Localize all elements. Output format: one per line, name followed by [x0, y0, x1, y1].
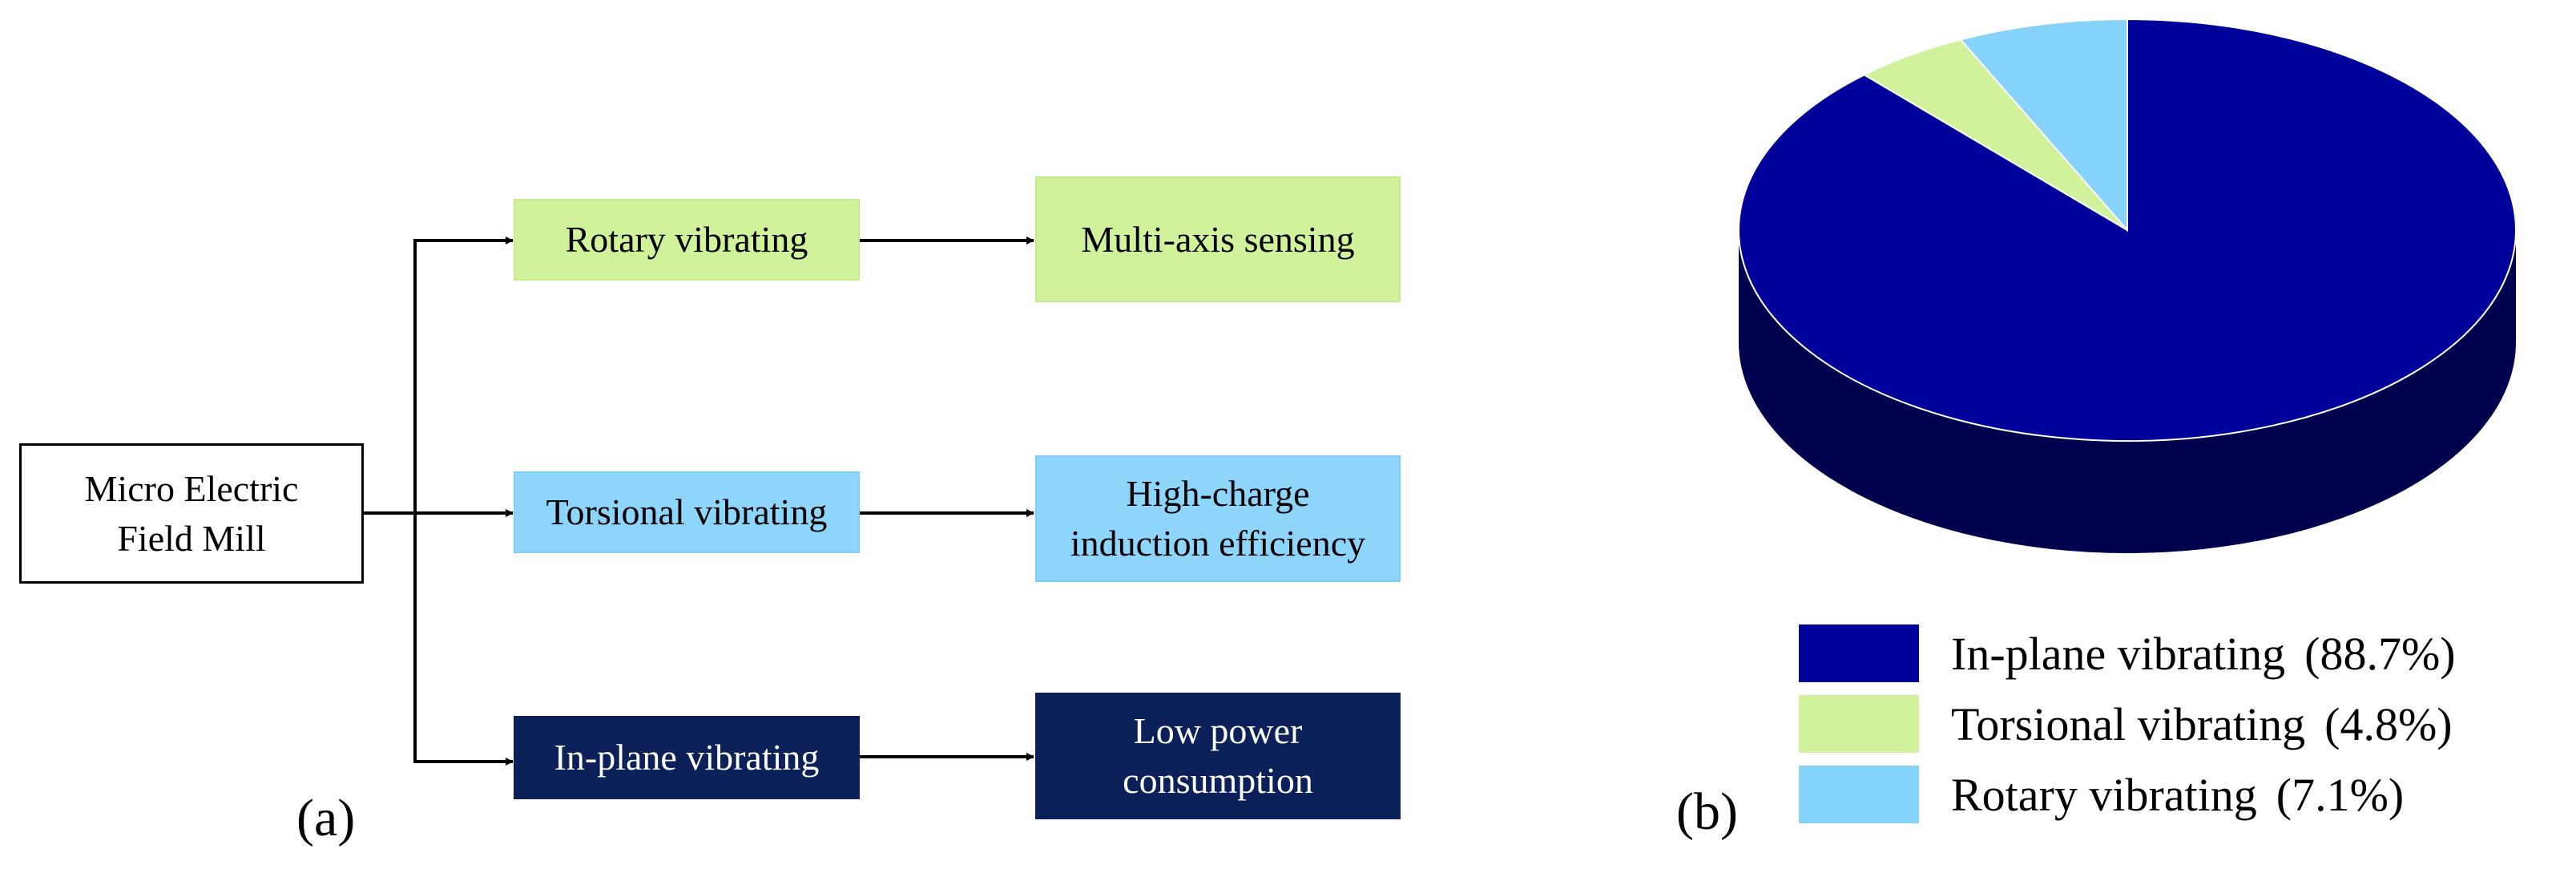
rotary-label: Rotary vibrating	[565, 219, 808, 260]
lowpower-box: Low power consumption	[1035, 693, 1401, 819]
pie-chart	[1738, 18, 2517, 553]
legend-pct-inplane: (88.7%)	[2304, 627, 2456, 680]
pie-side-wall	[1739, 230, 2516, 553]
legend-row-rotary: Rotary vibrating (7.1%)	[1799, 765, 2404, 824]
multiaxis-box: Multi-axis sensing	[1035, 176, 1401, 302]
legend-row-inplane: In-plane vibrating (88.7%)	[1799, 624, 2456, 683]
source-box: Micro Electric Field Mill	[19, 443, 364, 584]
legend-pct-torsional: (4.8%)	[2324, 697, 2453, 750]
pie-slice-rotary	[1959, 18, 2128, 232]
source-line-2: Field Mill	[117, 517, 266, 559]
legend-label-rotary: Rotary vibrating	[1951, 768, 2257, 821]
highcharge-line-2: induction efficiency	[1070, 523, 1366, 564]
lowpower-line-1: Low power	[1133, 710, 1303, 751]
panel-label-a: (a)	[296, 789, 356, 847]
legend-swatch-inplane	[1799, 624, 1919, 682]
highcharge-line-1: High-charge	[1126, 473, 1310, 514]
highcharge-box: High-charge induction efficiency	[1035, 455, 1401, 582]
legend-swatch-torsional	[1799, 695, 1919, 753]
multiaxis-line-1: Multi-axis sensing	[1081, 218, 1355, 260]
rotary-box: Rotary vibrating	[514, 199, 860, 281]
pie-slice-inplane	[1738, 18, 2517, 442]
legend-swatch-rotary	[1799, 766, 1919, 823]
inplane-label: In-plane vibrating	[554, 737, 820, 778]
lowpower-line-2: consumption	[1123, 760, 1313, 801]
torsional-box: Torsional vibrating	[514, 471, 860, 553]
legend-row-torsional: Torsional vibrating (4.8%)	[1799, 694, 2453, 754]
torsional-label: Torsional vibrating	[546, 491, 828, 532]
legend-label-inplane: In-plane vibrating	[1951, 627, 2286, 680]
inplane-box: In-plane vibrating	[514, 716, 860, 799]
panel-label-b: (b)	[1676, 782, 1738, 841]
source-line-1: Micro Electric	[84, 467, 299, 509]
legend-label-torsional: Torsional vibrating	[1951, 697, 2306, 750]
legend-pct-rotary: (7.1%)	[2276, 768, 2405, 821]
